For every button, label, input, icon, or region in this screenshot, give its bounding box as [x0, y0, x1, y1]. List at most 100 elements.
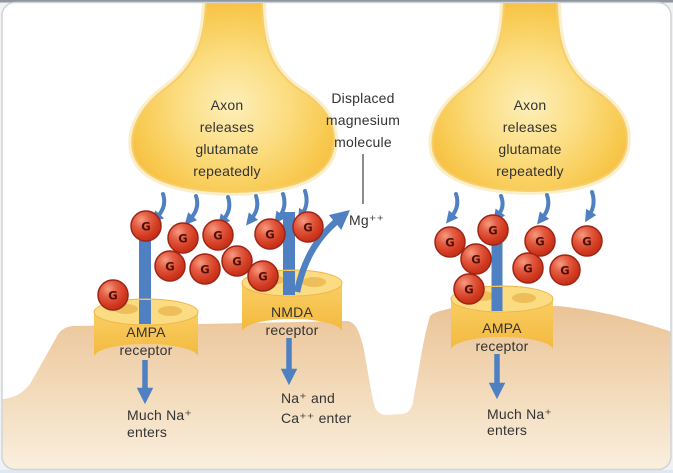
glutamate-circle — [549, 254, 581, 286]
magnesium-annotation: Displaced magnesium molecule Mg⁺⁺ — [326, 90, 400, 228]
ampa-right-result-line2: enters — [487, 422, 527, 438]
axon-left-label-line3: glutamate — [195, 141, 258, 157]
ampa-right-body — [451, 299, 553, 350]
ampa-right-result-line1: Much Na⁺ — [487, 406, 552, 422]
glutamate-circle — [221, 245, 253, 277]
glutamate-circle — [460, 243, 492, 275]
magnesium-caption-line2: magnesium — [326, 112, 400, 128]
nmda-pore — [302, 277, 326, 287]
glutamate-molecule: G — [154, 250, 186, 282]
glutamate-molecule: G — [221, 245, 253, 277]
ampa-left-name-line1: AMPA — [126, 324, 166, 340]
glutamate-letter: G — [200, 263, 209, 277]
ampa-right-channel-bar — [491, 243, 503, 311]
frame-bottom-edge — [0, 470, 673, 473]
ampa-right-pore — [512, 293, 536, 303]
magnesium-caption-line1: Displaced — [331, 90, 394, 106]
frame-top-edge — [0, 0, 673, 3]
glutamate-letter: G — [265, 228, 274, 242]
ampa-right-name-line1: AMPA — [482, 320, 522, 336]
glutamate-circle — [154, 250, 186, 282]
release-arrow-icon — [246, 194, 260, 226]
glutamate-molecule: G — [571, 225, 603, 257]
glutamate-letter: G — [178, 232, 187, 246]
nmda-result-line1: Na⁺ and — [281, 390, 335, 406]
axon-left-label-line1: Axon — [211, 97, 244, 113]
glutamate-release-arrows-left — [151, 189, 310, 227]
glutamate-molecule: G — [460, 243, 492, 275]
glutamate-letter: G — [523, 262, 532, 276]
glutamate-circle — [453, 273, 485, 305]
release-arrow-icon — [446, 192, 460, 224]
glutamate-circle — [97, 279, 129, 311]
glutamate-circle — [254, 218, 286, 250]
glutamate-molecule: G — [512, 252, 544, 284]
magnesium-caption-line3: molecule — [334, 134, 392, 150]
glutamate-molecule: G — [202, 219, 234, 251]
glutamate-circle — [571, 225, 603, 257]
glutamate-letter: G — [445, 236, 454, 250]
ampa-receptor-right: AMPA receptor Much Na⁺ enters — [450, 243, 554, 438]
glutamate-letter: G — [303, 221, 312, 235]
ampa-left-pore — [158, 306, 182, 316]
glutamate-circle — [512, 252, 544, 284]
axon-right-label-line2: releases — [503, 119, 558, 135]
glutamate-letter: G — [582, 235, 591, 249]
ampa-right-channel-bar-top — [491, 287, 503, 311]
glutamate-circle — [524, 225, 556, 257]
glutamate-circle — [202, 219, 234, 251]
axon-terminal-right: Axon releases glutamate repeatedly — [428, 2, 631, 196]
glutamate-letter: G — [232, 255, 241, 269]
magnesium-displacement-arrow-icon — [293, 210, 350, 293]
nmda-channel-bar-top — [283, 271, 295, 295]
axon-left-label-line2: releases — [200, 119, 255, 135]
glutamate-circle — [434, 226, 466, 258]
glutamate-letter: G — [141, 220, 150, 234]
glutamate-molecule: G — [453, 273, 485, 305]
nmda-body — [242, 283, 342, 332]
release-arrow-icon — [493, 194, 506, 222]
glutamate-letter: G — [108, 289, 117, 303]
glutamate-letter: G — [258, 270, 267, 284]
ampa-receptor-left: AMPA receptor Much Na⁺ enters — [93, 238, 199, 440]
release-arrow-icon — [218, 195, 232, 227]
release-arrow-icon — [184, 194, 200, 226]
axon-right-shape — [431, 2, 628, 193]
glutamate-release-arrows-right — [446, 190, 597, 225]
glutamate-molecule: G — [97, 279, 129, 311]
ampa-left-name-line2: receptor — [120, 342, 173, 358]
nmda-result-line2: Ca⁺⁺ enter — [281, 410, 352, 426]
glutamate-letter: G — [213, 229, 222, 243]
release-arrow-icon — [537, 193, 551, 225]
axon-terminal-left: Axon releases glutamate repeatedly — [128, 2, 338, 197]
glutamate-letter: G — [535, 235, 544, 249]
axon-right-label-line3: glutamate — [498, 141, 561, 157]
ampa-left-channel-bar-top — [139, 300, 151, 324]
release-arrow-icon — [151, 192, 167, 224]
axon-right-label-line4: repeatedly — [496, 163, 563, 179]
release-arrow-icon — [298, 189, 310, 222]
glutamate-circle — [189, 253, 221, 285]
glutamate-molecule: G — [167, 222, 199, 254]
glutamate-circle — [130, 210, 162, 242]
glutamate-molecule: G — [254, 218, 286, 250]
nmda-name-line2: receptor — [266, 322, 319, 338]
glutamate-circle — [247, 260, 279, 292]
glutamate-circle — [292, 211, 324, 243]
glutamate-letter: G — [488, 224, 497, 238]
glutamate-letter: G — [560, 264, 569, 278]
ampa-left-result-line1: Much Na⁺ — [127, 407, 192, 423]
axon-left-shape — [131, 2, 335, 194]
ampa-right-name-line2: receptor — [476, 338, 529, 354]
glutamate-circle — [477, 214, 509, 246]
glutamate-molecule: G — [524, 225, 556, 257]
glutamate-letter: G — [165, 260, 174, 274]
glutamate-molecule: G — [247, 260, 279, 292]
glutamate-molecule: G — [434, 226, 466, 258]
glutamate-layer: G G G G G G G G — [97, 210, 603, 311]
magnesium-ion-label: Mg⁺⁺ — [349, 212, 384, 228]
glutamate-molecule: G — [549, 254, 581, 286]
glutamate-molecule: G — [477, 214, 509, 246]
